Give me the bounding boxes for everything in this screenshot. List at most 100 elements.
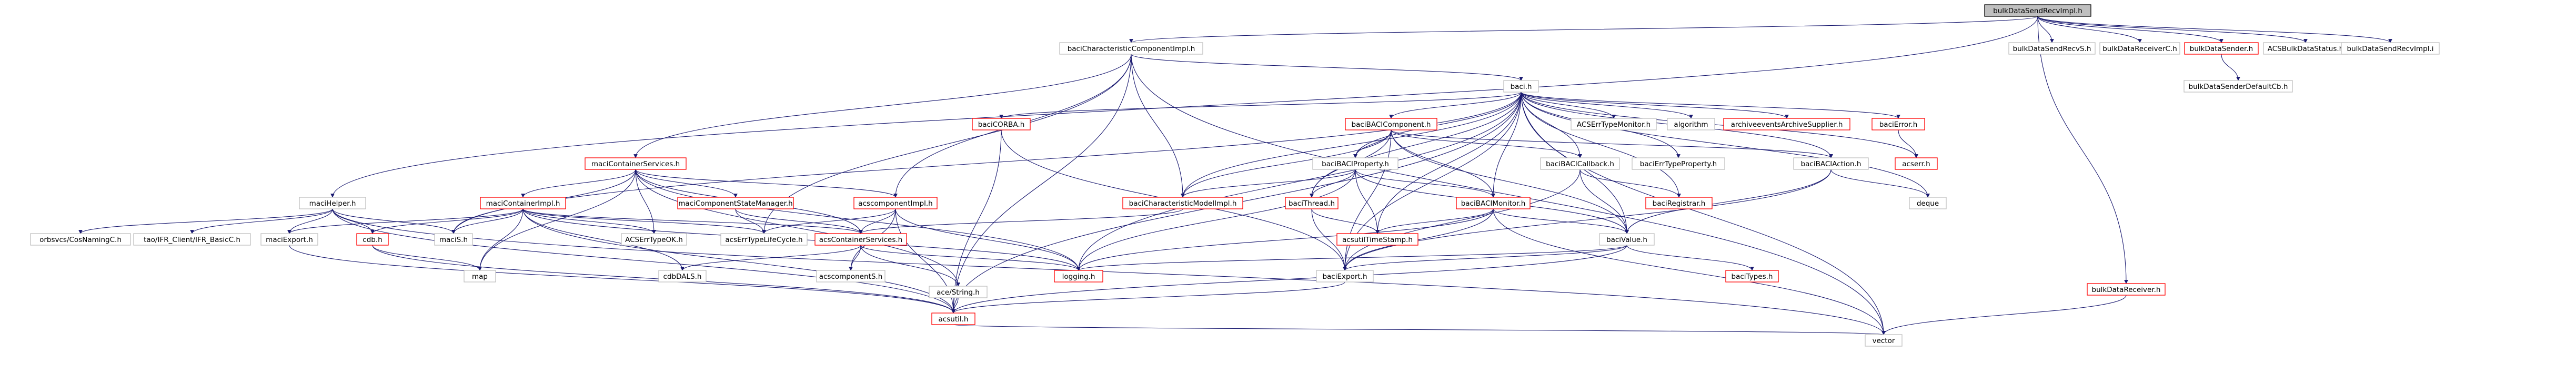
node-baci-char-model[interactable]: baciCharacteristicModelImpl.h bbox=[1122, 197, 1243, 209]
node-bd-send-recv-i[interactable]: bulkDataSendRecvImpl.i bbox=[2341, 42, 2440, 55]
edge-baci-baciaction-to-baci-export bbox=[1343, 169, 1832, 271]
node-box bbox=[2099, 42, 2180, 55]
node-box bbox=[1909, 197, 1947, 209]
node-tao-ifr[interactable]: tao/IFR_Client/IFR_BasicC.h bbox=[133, 233, 251, 246]
node-baci-export[interactable]: baciExport.h bbox=[1316, 270, 1374, 283]
node-baci-registrar[interactable]: baciRegistrar.h bbox=[1645, 197, 1713, 209]
node-baci-value[interactable]: baciValue.h bbox=[1599, 233, 1655, 246]
node-box bbox=[356, 233, 389, 246]
edge-charcomp-to-acsutil bbox=[951, 54, 1132, 314]
node-baci-bacicomp[interactable]: baciBACIComponent.h bbox=[1345, 118, 1437, 130]
node-baci-types[interactable]: baciTypes.h bbox=[1725, 270, 1779, 283]
node-label: acsutilTimeStamp.h bbox=[1342, 236, 1413, 244]
node-bd-sender[interactable]: bulkDataSender.h bbox=[2184, 42, 2259, 55]
node-box bbox=[434, 233, 473, 246]
node-box bbox=[677, 197, 794, 209]
node-label: baci.h bbox=[1511, 83, 1532, 91]
node-maci-comp-state-mgr[interactable]: maciComponentStateManager.h bbox=[677, 197, 794, 209]
node-maci-helper[interactable]: maciHelper.h bbox=[299, 197, 366, 209]
edge-charcomp-to-baci bbox=[1131, 54, 1523, 81]
node-ace-string[interactable]: ace/String.h bbox=[929, 286, 988, 298]
node-box bbox=[2184, 42, 2259, 55]
node-maci-cont-impl[interactable]: maciContainerImpl.h bbox=[480, 197, 566, 209]
node-deque[interactable]: deque bbox=[1909, 197, 1947, 209]
node-box bbox=[1871, 118, 1925, 130]
edge-baci-bacicomp-to-baci-char-model bbox=[1181, 129, 1392, 198]
edge-maci-cont-svc-to-logging bbox=[635, 169, 1081, 271]
node-maci-s[interactable]: maciS.h bbox=[434, 233, 473, 246]
node-baci-baciprop[interactable]: baciBACIProperty.h bbox=[1312, 157, 1398, 170]
node-maci-cont-svc[interactable]: maciContainerServices.h bbox=[585, 157, 687, 170]
node-baci-bacicallback[interactable]: baciBACICallback.h bbox=[1540, 157, 1620, 170]
edge-maci-cont-impl-to-map bbox=[478, 208, 524, 271]
node-box bbox=[814, 233, 907, 246]
node-label: baciThread.h bbox=[1289, 199, 1335, 208]
node-acs-err-type-mon[interactable]: ACSErrTypeMonitor.h bbox=[1571, 118, 1657, 130]
node-label: cdb.h bbox=[363, 236, 382, 244]
node-baci-thread[interactable]: baciThread.h bbox=[1285, 197, 1339, 209]
node-algorithm[interactable]: algorithm bbox=[1667, 118, 1715, 130]
node-acsutil-time-stamp[interactable]: acsutilTimeStamp.h bbox=[1336, 233, 1418, 246]
edge-bd-receiver-to-vector bbox=[1881, 295, 2127, 335]
edge-baci-baciprop-to-baci-bacimonitor bbox=[1355, 169, 1495, 198]
node-acserr[interactable]: acserr.h bbox=[1895, 157, 1938, 170]
node-label: vector bbox=[1873, 337, 1895, 345]
node-acs-err-type-ok[interactable]: ACSErrTypeOK.h bbox=[621, 233, 687, 246]
edge-baci-to-logging bbox=[1076, 92, 1522, 271]
edge-baci-to-baci-char-model bbox=[1181, 92, 1522, 198]
node-bd-receiver-c[interactable]: bulkDataReceiverC.h bbox=[2099, 42, 2180, 55]
edge-baci-bacicomp-to-baci-bacicallback bbox=[1391, 129, 1582, 158]
node-baci-corba[interactable]: baciCORBA.h bbox=[972, 118, 1031, 130]
node-label: ACSBulkDataStatus.h bbox=[2268, 45, 2343, 53]
edge-charcomp-to-acs-err-type-life bbox=[762, 54, 1132, 234]
node-label: tao/IFR_Client/IFR_BasicC.h bbox=[144, 236, 240, 244]
node-vector[interactable]: vector bbox=[1865, 334, 1903, 347]
node-acscomponent-impl[interactable]: acscomponentImpl.h bbox=[853, 197, 938, 209]
edge-baci-value-to-baci-types bbox=[1626, 245, 1754, 271]
node-logging[interactable]: logging.h bbox=[1054, 270, 1103, 283]
node-bd-receiver[interactable]: bulkDataReceiver.h bbox=[2087, 283, 2166, 296]
node-acs-err-type-life[interactable]: acsErrTypeLifeCycle.h bbox=[720, 233, 808, 246]
edge-maci-helper-to-vector bbox=[332, 208, 1886, 335]
node-baci-bacimonitor[interactable]: baciBACIMonitor.h bbox=[1456, 197, 1531, 209]
node-label: bulkDataSendRecvImpl.h bbox=[1993, 7, 2082, 15]
node-bd-send-recv-s[interactable]: bulkDataSendRecvS.h bbox=[2008, 42, 2096, 55]
edge-acscomponent-impl-to-acs-cont-svc bbox=[859, 208, 896, 234]
node-box bbox=[2183, 80, 2293, 93]
node-orbsvcs[interactable]: orbsvcs/CosNamingC.h bbox=[30, 233, 131, 246]
edge-maci-comp-state-mgr-to-acs-cont-svc bbox=[735, 208, 863, 234]
edge-acs-cont-svc-to-cdb-dals bbox=[680, 245, 861, 271]
edge-maci-cont-svc-to-map bbox=[478, 169, 636, 271]
node-box bbox=[1345, 118, 1437, 130]
node-cdbh[interactable]: cdb.h bbox=[356, 233, 389, 246]
node-charcomp[interactable]: baciCharacteristicComponentImpl.h bbox=[1059, 42, 1203, 55]
node-archive-events[interactable]: archiveeventsArchiveSupplier.h bbox=[1723, 118, 1850, 130]
node-label: baciBACIProperty.h bbox=[1322, 160, 1389, 168]
node-cdb-dals[interactable]: cdbDALS.h bbox=[658, 270, 707, 283]
node-acsutil[interactable]: acsutil.h bbox=[931, 312, 975, 325]
node-baci-err-type-prop[interactable]: baciErrTypeProperty.h bbox=[1632, 157, 1725, 170]
edge-baci-thread-to-acsutil-time-stamp bbox=[1311, 208, 1380, 234]
edge-baci-corba-to-acsutil bbox=[951, 129, 1002, 314]
edge-baci-to-baci-thread bbox=[1310, 92, 1522, 198]
node-acs-cont-svc[interactable]: acsContainerServices.h bbox=[814, 233, 907, 246]
edge-root-to-bd-receiver bbox=[2037, 16, 2128, 284]
edge-charcomp-to-maci-cont-svc bbox=[633, 54, 1132, 158]
node-acscomponent-s[interactable]: acscomponentS.h bbox=[816, 270, 886, 283]
node-maci-export[interactable]: maciExport.h bbox=[260, 233, 318, 246]
node-box bbox=[2341, 42, 2440, 55]
node-baci-error[interactable]: baciError.h bbox=[1871, 118, 1925, 130]
edge-baci-baciaction-to-deque bbox=[1830, 169, 1930, 198]
node-map[interactable]: map bbox=[464, 270, 496, 283]
node-baci-baciaction[interactable]: baciBACIAction.h bbox=[1793, 157, 1869, 170]
edge-root-to-bd-sender bbox=[2037, 16, 2223, 43]
node-acs-bd-status[interactable]: ACSBulkDataStatus.h bbox=[2263, 42, 2348, 55]
node-box bbox=[1571, 118, 1657, 130]
node-bd-sender-def-cb[interactable]: bulkDataSenderDefaultCb.h bbox=[2183, 80, 2293, 93]
edge-root-to-acs-bd-status bbox=[2037, 16, 2308, 43]
node-label: map bbox=[472, 273, 488, 281]
node-baci[interactable]: baci.h bbox=[1503, 80, 1539, 93]
edge-baci-baciaction-to-baci-value bbox=[1625, 169, 1832, 234]
node-label: maciComponentStateManager.h bbox=[678, 199, 793, 208]
node-label: acserr.h bbox=[1902, 160, 1930, 168]
